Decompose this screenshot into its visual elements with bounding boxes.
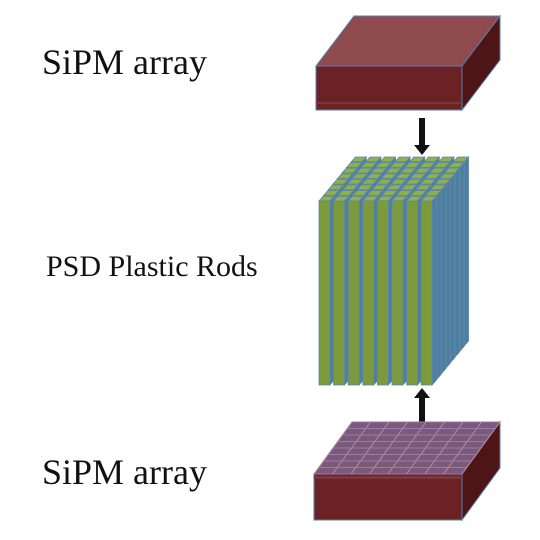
plastic-rod <box>420 195 438 386</box>
label-psd-plastic-rods: PSD Plastic Rods <box>46 250 258 283</box>
rod-side-face <box>431 195 437 386</box>
rod-side-face <box>459 161 465 353</box>
label-bottom-sipm-array: SiPM array <box>42 452 207 492</box>
bottom-sipm-array-block <box>313 420 501 522</box>
arrow-head <box>414 388 430 398</box>
bottom-sipm-front-face <box>313 473 463 521</box>
arrow-shaft <box>419 398 425 422</box>
top-sipm-band <box>316 102 462 104</box>
rod-front-face <box>347 200 360 386</box>
rod-front-face <box>333 200 346 386</box>
arrow-down-icon <box>414 118 430 155</box>
plastic-rod <box>391 195 409 386</box>
rod-front-face <box>406 200 419 386</box>
arrow-shaft <box>419 118 425 145</box>
plastic-rod <box>405 195 423 386</box>
rod-side-face <box>454 167 460 358</box>
bottom-sipm-band <box>314 476 462 479</box>
rod-front-face <box>376 200 389 386</box>
plastic-rod <box>376 195 394 386</box>
rod-front-face <box>318 200 331 386</box>
plastic-rod <box>332 195 350 386</box>
rod-side-face <box>436 189 442 381</box>
plastic-rod <box>318 195 336 386</box>
rod-front-face <box>362 200 375 386</box>
rod-side-face <box>464 156 469 347</box>
plastic-rod <box>361 195 379 386</box>
arrow-head <box>414 145 430 155</box>
rod-side-face <box>445 178 451 369</box>
arrow-up-icon <box>414 388 430 422</box>
label-top-sipm-array: SiPM array <box>42 42 207 82</box>
bottom-sipm-pixel-grid <box>313 421 501 475</box>
rod-side-face <box>450 173 456 364</box>
rod-side-face <box>441 184 446 375</box>
plastic-rods-bundle <box>318 156 470 386</box>
top-sipm-array-block <box>314 14 502 112</box>
rod-front-face <box>420 200 433 386</box>
plastic-rod <box>347 195 365 386</box>
rod-front-face <box>391 200 404 386</box>
